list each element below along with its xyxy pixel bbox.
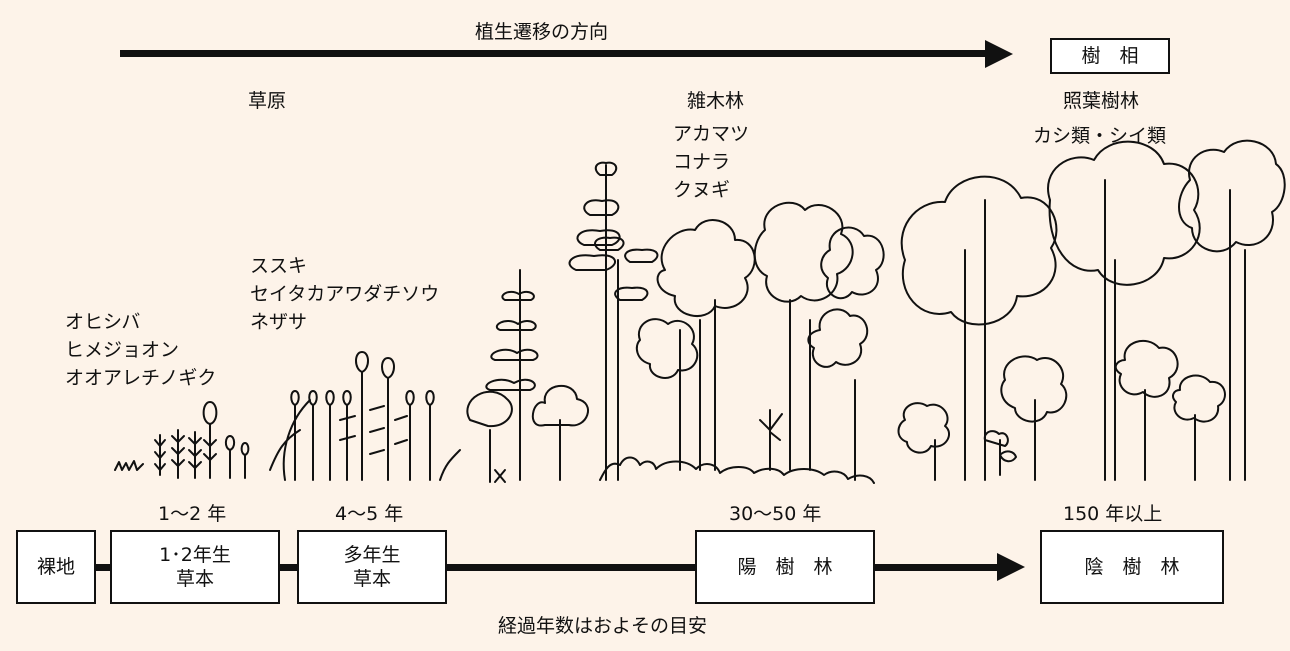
stage-label-line: 多年生: [343, 544, 401, 566]
years-stage-4: 150 年以上: [1063, 503, 1163, 525]
species-name: セイタカアワダチソウ: [250, 283, 440, 305]
stage-sun-tolerant-forest: 陽 樹 林: [695, 530, 875, 604]
stage-line: [95, 564, 1005, 571]
species-name: クヌギ: [673, 179, 731, 201]
direction-label: 植生遷移の方向: [475, 21, 609, 43]
direction-arrow-shaft: [120, 50, 990, 57]
tree-form-box: 樹 相: [1050, 38, 1170, 74]
young-conifer: [466, 269, 539, 483]
stage-shade-tolerant-forest: 陰 樹 林: [1040, 530, 1224, 604]
perennial-species: ススキ セイタカアワダチソウ ネザサ: [250, 252, 439, 336]
stage-bare-ground: 裸地: [16, 530, 96, 604]
species-name: ネザサ: [250, 311, 308, 333]
stage-arrow-head: [997, 553, 1025, 581]
laurel-forest-label: 照葉樹林: [1063, 90, 1140, 112]
annual-herbs: [154, 401, 250, 479]
stage-perennial-herbs: 多年生 草本: [297, 530, 447, 604]
years-stage-1: 1〜2 年: [158, 503, 227, 525]
species-name: ヒメジョオン: [65, 339, 180, 361]
pioneer-species: オヒシバ ヒメジョオン オオアレチノギク: [65, 308, 216, 392]
coppice-canopy: [635, 201, 885, 481]
species-name: コナラ: [673, 151, 731, 173]
stage-label-line: 草本: [352, 568, 391, 590]
tall-pine: [568, 161, 659, 481]
stage-annual-herbs: 1･2年生 草本: [110, 530, 280, 604]
years-stage-2: 4〜5 年: [335, 503, 404, 525]
grass-tuft: [114, 460, 144, 471]
small-tree: [531, 384, 589, 481]
stage-label-line: 草本: [175, 568, 214, 590]
species-name: アカマツ: [673, 123, 750, 145]
species-name: ススキ: [250, 255, 308, 277]
perennial-grasses: [269, 351, 461, 481]
stage-label-line: 1･2年生: [159, 544, 231, 566]
species-name: オヒシバ: [65, 311, 141, 333]
years-stage-3: 30〜50 年: [729, 503, 822, 525]
coppice-label: 雑木林: [687, 90, 745, 112]
direction-arrow-head: [985, 40, 1013, 68]
grassland-label: 草原: [248, 90, 287, 112]
laurel-canopy: [897, 139, 1286, 481]
shrub-line: [599, 456, 875, 484]
coppice-species: アカマツ コナラ クヌギ: [673, 120, 749, 204]
species-name: オオアレチノギク: [65, 367, 217, 389]
footnote: 経過年数はおよその目安: [498, 615, 708, 637]
